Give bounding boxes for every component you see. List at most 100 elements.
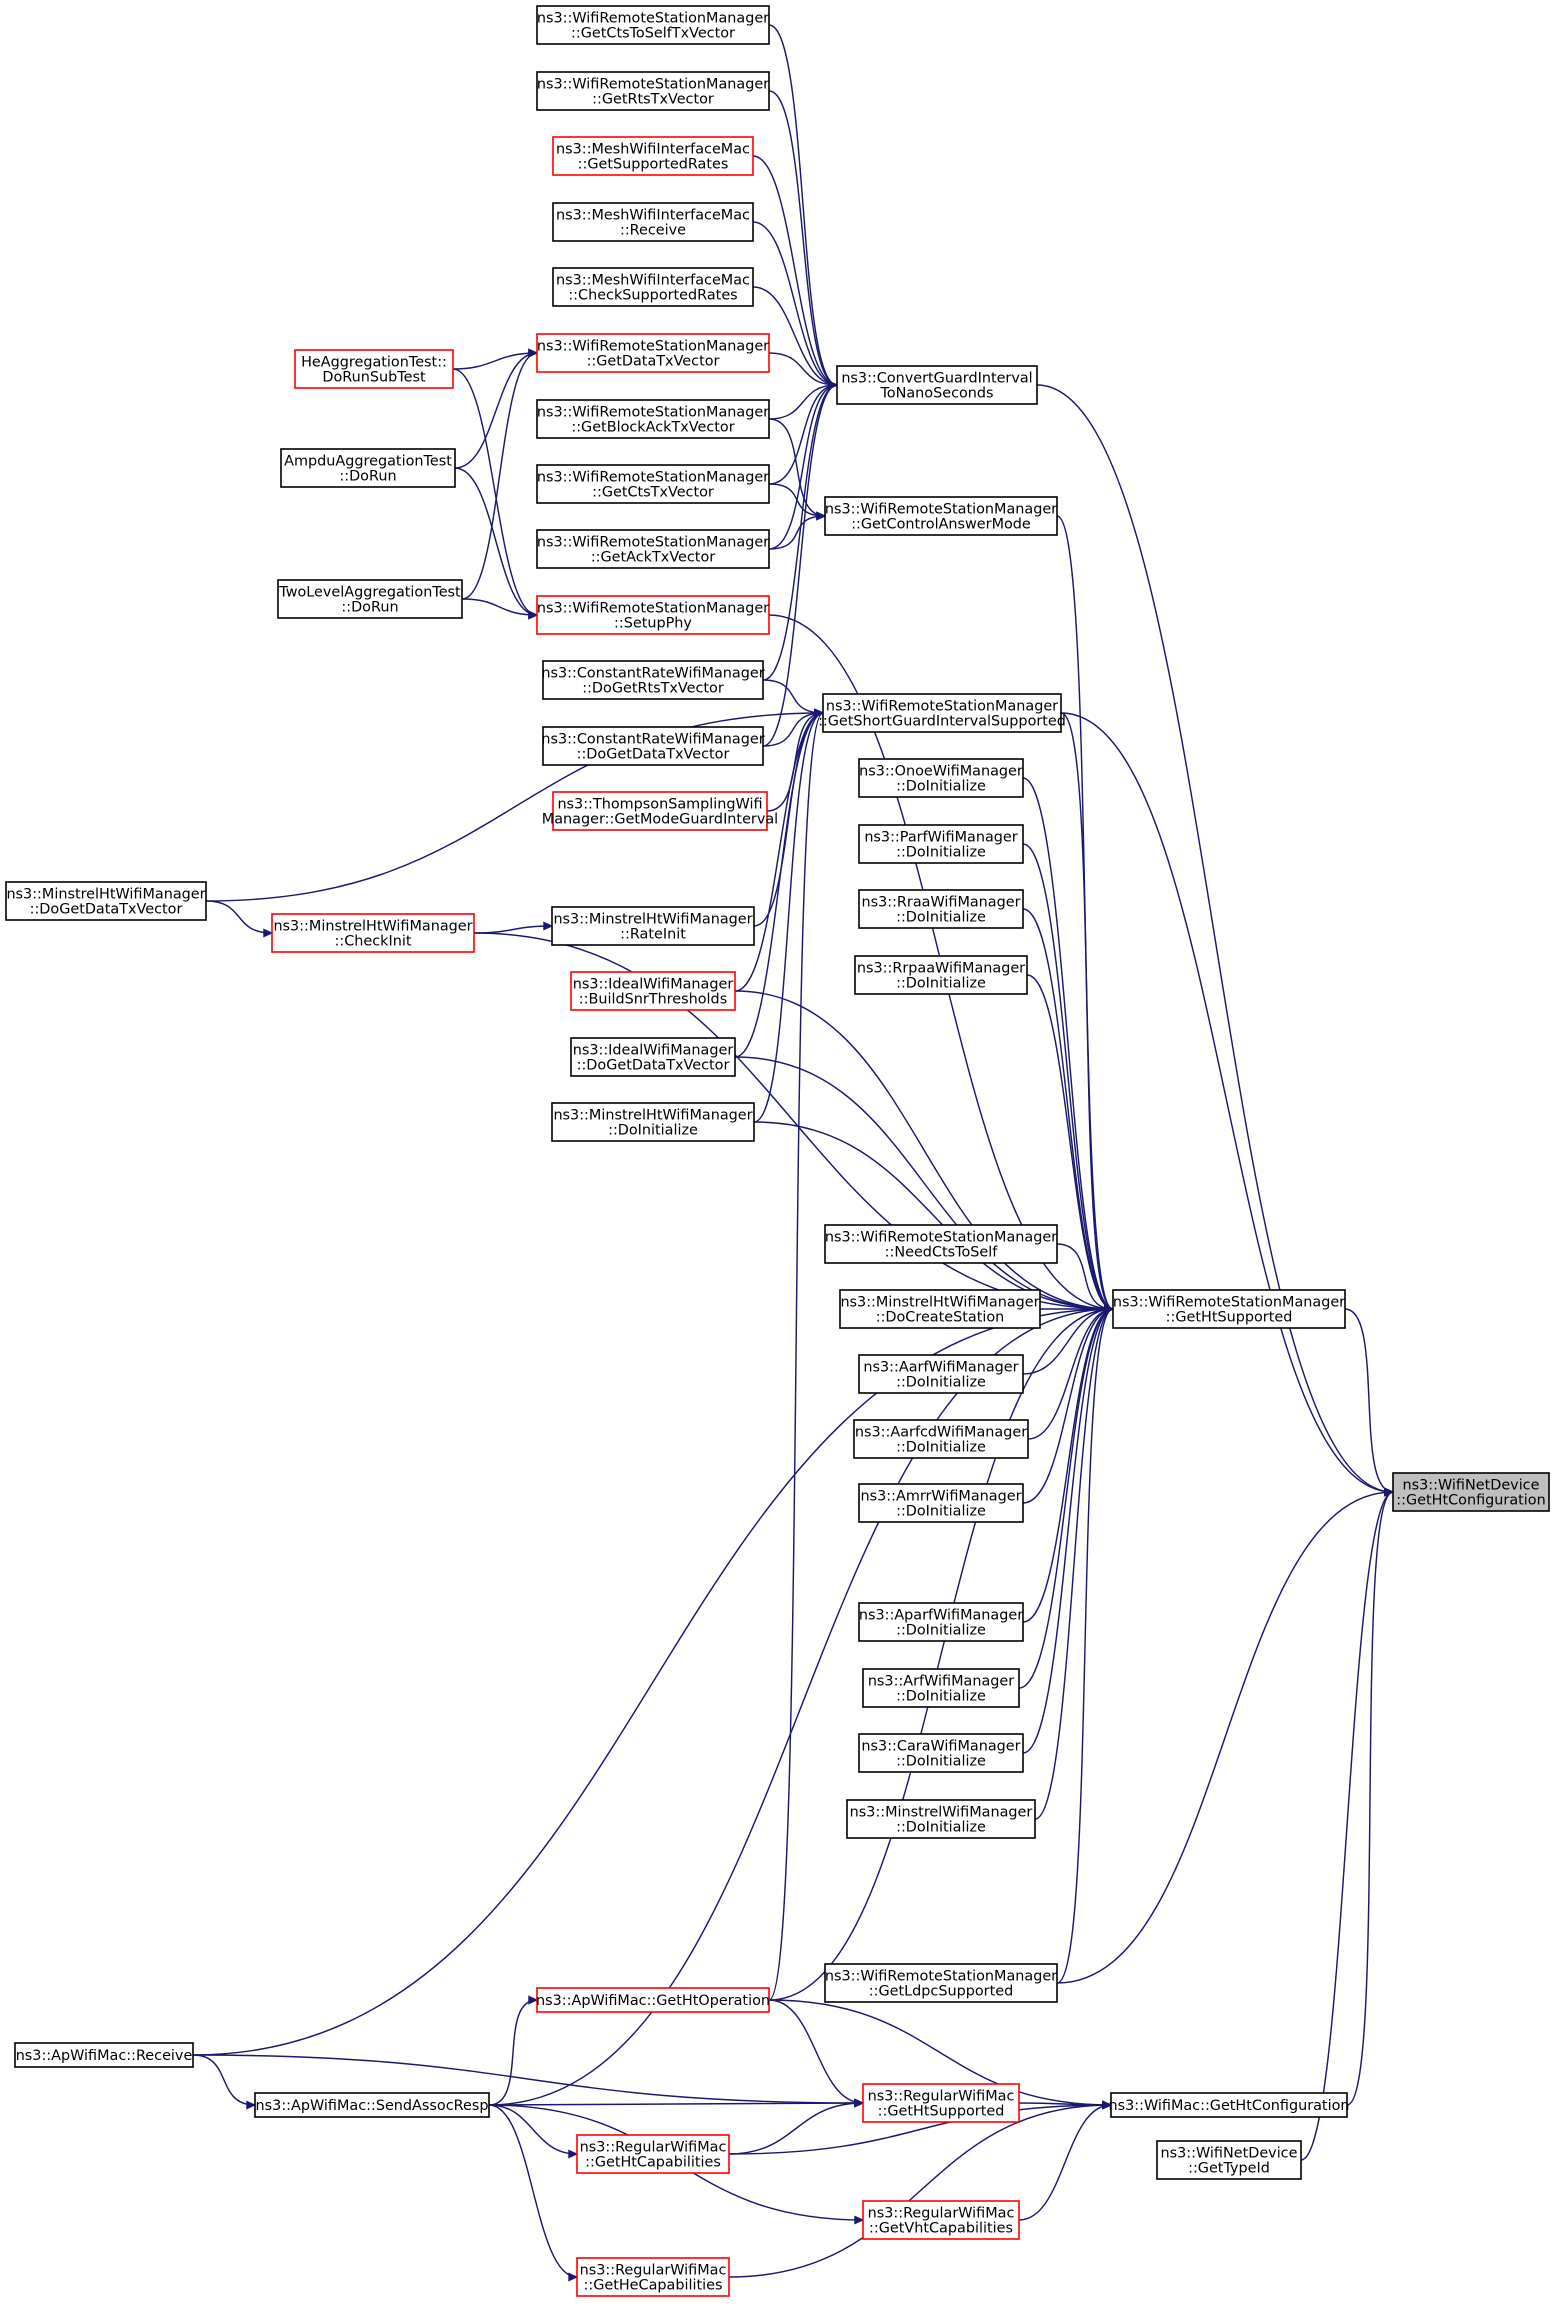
node-minht-init[interactable]: ns3::MinstrelHtWifiManager::DoInitialize — [551, 1102, 755, 1142]
node-box — [536, 595, 770, 635]
arrowhead-ap-htop-to-short-gi — [814, 708, 825, 718]
node-ap-recv[interactable]: ns3::ApWifiMac::Receive — [14, 2042, 194, 2068]
node-twolevel[interactable]: TwoLevelAggregationTest::DoRun — [277, 579, 463, 619]
node-reg-htsup[interactable]: ns3::RegularWifiMac::GetHtSupported — [862, 2083, 1020, 2123]
edge-reg-vht-to-wifimac-ht — [1018, 2104, 1112, 2221]
node-label-line: ns3::WifiRemoteStationManager — [825, 1230, 1057, 1246]
node-parf[interactable]: ns3::ParfWifiManager::DoInitialize — [858, 824, 1024, 864]
node-label-line: ns3::ApWifiMac::Receive — [16, 2048, 193, 2064]
node-box — [277, 579, 463, 619]
node-label-line: ::GetLdpcSupported — [869, 1984, 1013, 2000]
node-label-line: ns3::WifiRemoteStationManager — [537, 77, 769, 93]
node-ap-assoc[interactable]: ns3::ApWifiMac::SendAssocResp — [254, 2092, 490, 2118]
node-short-gi[interactable]: ns3::WifiRemoteStationManager::GetShortG… — [818, 693, 1066, 733]
node-const-data[interactable]: ns3::ConstantRateWifiManager::DoGetDataT… — [541, 726, 765, 766]
node-arf[interactable]: ns3::ArfWifiManager::DoInitialize — [862, 1668, 1020, 1708]
edge-onoe-to-get-ht-sup — [1022, 777, 1114, 1310]
node-focus[interactable]: ns3::WifiNetDevice::GetHtConfiguration — [1392, 1472, 1550, 1512]
node-heagg[interactable]: HeAggregationTest::DoRunSubTest — [294, 349, 454, 389]
node-const-rts[interactable]: ns3::ConstantRateWifiManager::DoGetRtsTx… — [541, 660, 765, 700]
edge-const-rts-to-short-gi — [762, 679, 824, 714]
edge-mesh-recv-to-convert — [752, 221, 838, 386]
node-reg-htcap[interactable]: ns3::RegularWifiMac::GetHtCapabilities — [576, 2134, 730, 2174]
node-label-line: ns3::MinstrelHtWifiManager — [840, 1295, 1039, 1311]
node-label-line: HeAggregationTest:: — [301, 355, 447, 371]
node-aarf[interactable]: ns3::AarfWifiManager::DoInitialize — [858, 1354, 1024, 1394]
node-minht-rate[interactable]: ns3::MinstrelHtWifiManager::RateInit — [551, 906, 755, 946]
node-mesh-recv[interactable]: ns3::MeshWifiInterfaceMac::Receive — [552, 202, 754, 242]
node-box — [570, 1037, 736, 1077]
edge-reg-htcap-to-wifimac-ht — [728, 2104, 1112, 2155]
node-label-line: ::DoInitialize — [608, 1123, 698, 1139]
node-cts-self[interactable]: ns3::WifiRemoteStationManager::GetCtsToS… — [536, 5, 770, 45]
node-data-tx[interactable]: ns3::WifiRemoteStationManager::GetDataTx… — [536, 333, 770, 373]
edge-minht-check-to-get-ht-sup — [473, 932, 1114, 1310]
node-typeid[interactable]: ns3::WifiNetDevice::GetTypeId — [1156, 2140, 1302, 2180]
arrowhead-minht-data-to-minht-check — [263, 928, 274, 938]
node-get-ht-sup[interactable]: ns3::WifiRemoteStationManager::GetHtSupp… — [1112, 1289, 1346, 1329]
node-box — [822, 693, 1062, 733]
node-minht-data[interactable]: ns3::MinstrelHtWifiManager::DoGetDataTxV… — [5, 881, 207, 921]
node-label-line: ns3::ParfWifiManager — [864, 830, 1017, 846]
node-setup-phy[interactable]: ns3::WifiRemoteStationManager::SetupPhy — [536, 595, 770, 635]
node-ampdu[interactable]: AmpduAggregationTest::DoRun — [280, 448, 456, 488]
edge-short-gi-to-get-ht-sup — [1060, 712, 1114, 1310]
node-amrr[interactable]: ns3::AmrrWifiManager::DoInitialize — [858, 1483, 1024, 1523]
edge-cts-tx-to-ctrl-ans — [768, 483, 826, 517]
node-onoe[interactable]: ns3::OnoeWifiManager::DoInitialize — [858, 758, 1024, 798]
node-need-cts[interactable]: ns3::WifiRemoteStationManager::NeedCtsTo… — [824, 1224, 1058, 1264]
node-box — [862, 1668, 1020, 1708]
edge-parf-to-get-ht-sup — [1022, 843, 1114, 1310]
node-reg-he[interactable]: ns3::RegularWifiMac::GetHeCapabilities — [576, 2257, 730, 2297]
node-label-line: ns3::WifiMac::GetHtConfiguration — [1109, 2098, 1350, 2114]
node-label-line: ns3::ApWifiMac::GetHtOperation — [536, 1993, 770, 2009]
arrowhead-ap-recv-to-ap-assoc — [246, 2100, 257, 2110]
node-box — [536, 529, 770, 569]
arrowhead-ap-assoc-to-reg-vht — [854, 2215, 865, 2225]
node-aarfcd[interactable]: ns3::AarfcdWifiManager::DoInitialize — [853, 1419, 1029, 1459]
node-label-line: ::DoInitialize — [896, 1623, 986, 1639]
node-minht-create[interactable]: ns3::MinstrelHtWifiManager::DoCreateStat… — [839, 1289, 1041, 1329]
arrowhead-ldpc-to-focus — [1384, 1487, 1395, 1497]
node-ack-tx[interactable]: ns3::WifiRemoteStationManager::GetAckTxV… — [536, 529, 770, 569]
node-label-line: ns3::AmrrWifiManager — [861, 1489, 1022, 1505]
node-mesh-check[interactable]: ns3::MeshWifiInterfaceMac::CheckSupporte… — [552, 267, 754, 307]
node-mesh-rates[interactable]: ns3::MeshWifiInterfaceMac::GetSupportedR… — [552, 136, 754, 176]
node-label-line: ToNanoSeconds — [879, 386, 993, 402]
node-minht-check[interactable]: ns3::MinstrelHtWifiManager::CheckInit — [271, 913, 475, 953]
node-label-line: ::DoGetRtsTxVector — [582, 681, 724, 697]
node-box — [1392, 1472, 1550, 1512]
node-ctrl-ans[interactable]: ns3::WifiRemoteStationManager::GetContro… — [824, 496, 1058, 536]
node-box — [839, 1289, 1041, 1329]
arrowhead-reg-he-to-wifimac-ht — [1102, 2100, 1113, 2110]
edges-layer — [192, 24, 1395, 2282]
node-ldpc[interactable]: ns3::WifiRemoteStationManager::GetLdpcSu… — [824, 1963, 1058, 2003]
node-box — [576, 2257, 730, 2297]
node-ap-htop[interactable]: ns3::ApWifiMac::GetHtOperation — [536, 1987, 770, 2013]
node-label-line: ::GetCtsToSelfTxVector — [571, 26, 735, 42]
node-minstrel[interactable]: ns3::MinstrelWifiManager::DoInitialize — [846, 1799, 1036, 1839]
node-ideal-snr[interactable]: ns3::IdealWifiManager::BuildSnrThreshold… — [570, 971, 736, 1011]
node-rts-tx[interactable]: ns3::WifiRemoteStationManager::GetRtsTxV… — [536, 71, 770, 111]
node-cts-tx[interactable]: ns3::WifiRemoteStationManager::GetCtsTxV… — [536, 464, 770, 504]
node-rrpaa[interactable]: ns3::RrpaaWifiManager::DoInitialize — [854, 955, 1028, 995]
node-wifimac-ht[interactable]: ns3::WifiMac::GetHtConfiguration — [1109, 2092, 1350, 2118]
node-thompson[interactable]: ns3::ThompsonSamplingWifiManager::GetMod… — [542, 791, 778, 831]
arrowhead-ap-assoc-to-reg-htcap — [568, 2149, 579, 2159]
arrowhead-reg-htcap-to-reg-htsup — [854, 2098, 865, 2108]
node-box — [542, 726, 764, 766]
node-label-line: ::GetHtSupported — [1166, 1310, 1293, 1326]
node-aparf[interactable]: ns3::AparfWifiManager::DoInitialize — [858, 1602, 1024, 1642]
edge-ap-assoc-to-reg-htsup — [488, 2102, 864, 2106]
node-box — [846, 1799, 1036, 1839]
node-box — [536, 1987, 770, 2013]
node-ideal-data[interactable]: ns3::IdealWifiManager::DoGetDataTxVector — [570, 1037, 736, 1077]
node-rraa[interactable]: ns3::RraaWifiManager::DoInitialize — [858, 889, 1024, 929]
node-cara[interactable]: ns3::CaraWifiManager::DoInitialize — [858, 1733, 1024, 1773]
node-label-line: Manager::GetModeGuardInterval — [542, 812, 778, 828]
node-reg-vht[interactable]: ns3::RegularWifiMac::GetVhtCapabilities — [862, 2200, 1020, 2240]
edge-blockack-to-ctrl-ans — [768, 418, 826, 517]
node-blockack[interactable]: ns3::WifiRemoteStationManager::GetBlockA… — [536, 399, 770, 439]
